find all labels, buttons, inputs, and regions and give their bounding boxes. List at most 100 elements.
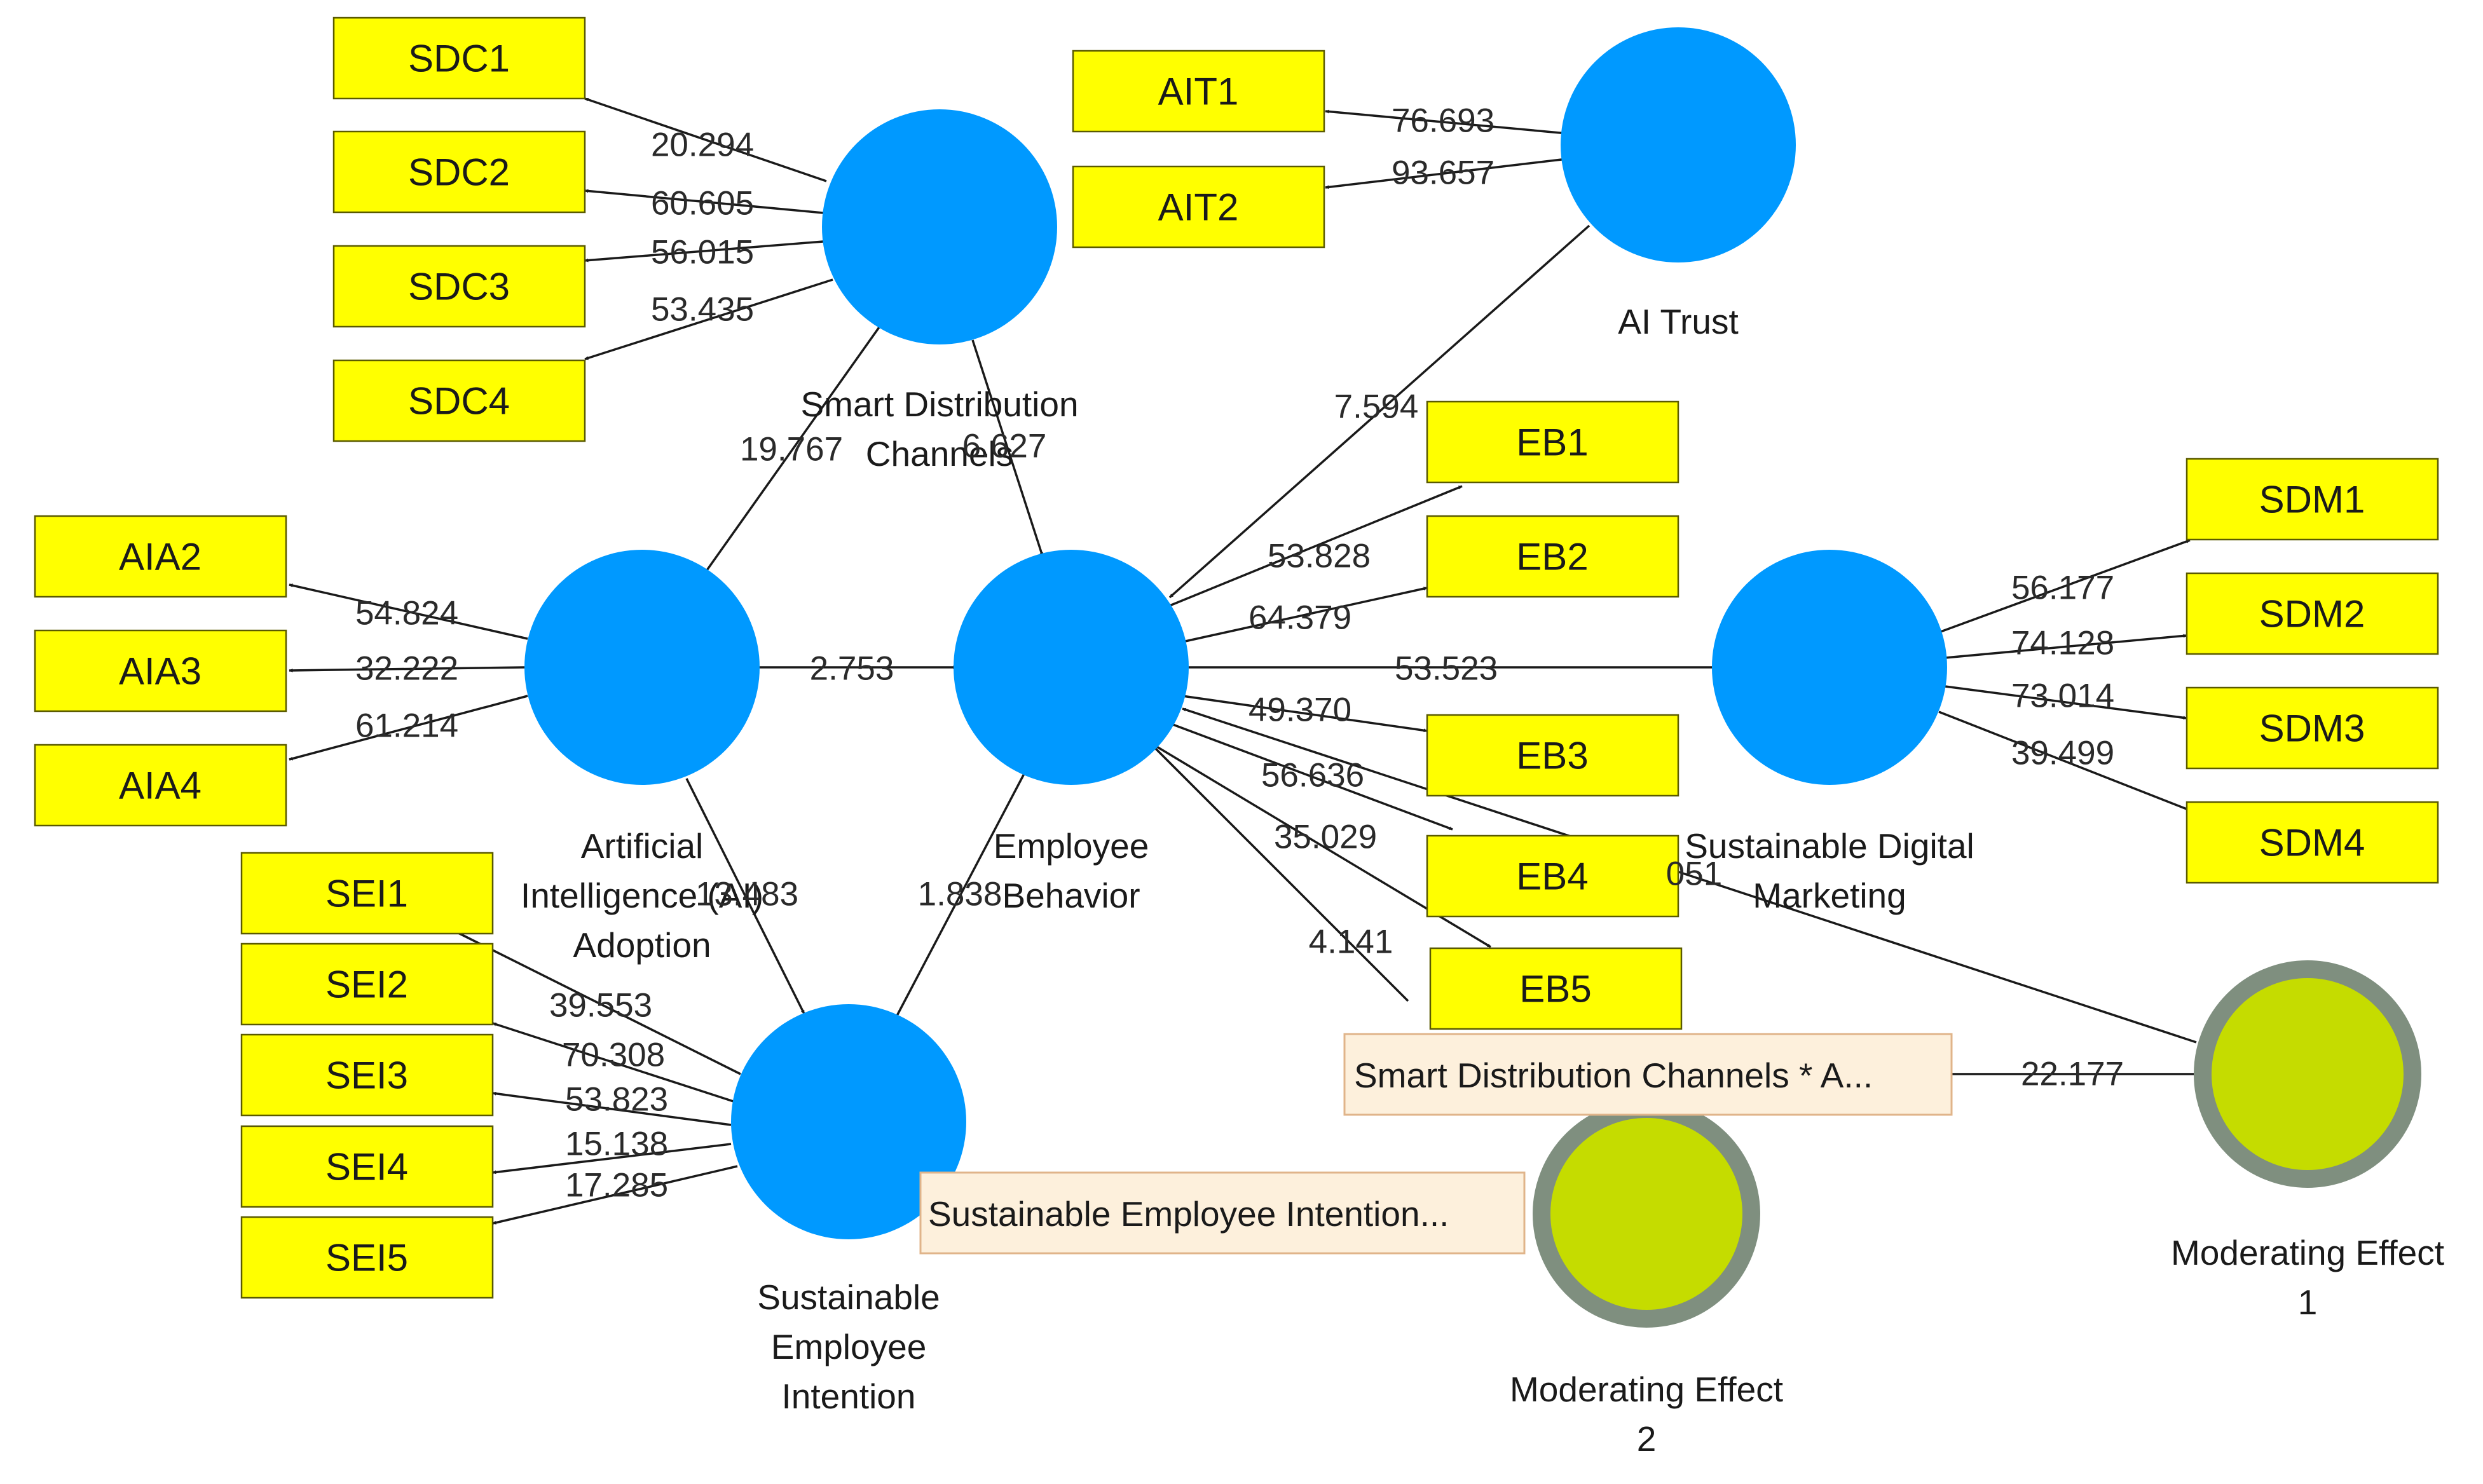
- path-label-eb-sdm: 53.523: [1395, 650, 1498, 688]
- path-sdc-eb: [971, 339, 1044, 557]
- indicator-box[interactable]: [240, 1033, 494, 1117]
- construct-node[interactable]: [524, 550, 760, 785]
- label-line: Employee: [994, 826, 1149, 866]
- construct-label: AI Trust: [1618, 302, 1739, 341]
- path-label-aia-sei: 13.483: [695, 876, 798, 913]
- indicator-sei1[interactable]: SEI1: [240, 852, 494, 935]
- label-line: Channels: [866, 434, 1013, 473]
- indicator-sdm1[interactable]: SDM1: [2185, 458, 2439, 541]
- indicator-label: SEI5: [325, 1237, 408, 1279]
- indicator-label: AIA3: [119, 650, 202, 693]
- indicator-ait1[interactable]: AIT1: [1072, 50, 1325, 133]
- edge-sdm-sdm2: [1945, 634, 2187, 659]
- construct-ai-trust[interactable]: AI Trust: [1561, 27, 1796, 341]
- label-line: Adoption: [573, 925, 711, 965]
- label-line: Moderating Effect: [2171, 1233, 2444, 1272]
- indicator-sdc4[interactable]: SDC4: [332, 359, 586, 442]
- indicator-sdm4[interactable]: SDM4: [2185, 801, 2439, 884]
- path-label-aia-eb: 2.753: [810, 650, 894, 688]
- loading-sdc1: 20.294: [651, 126, 754, 164]
- indicator-box[interactable]: [1426, 714, 1679, 797]
- loading-eb3: 49.370: [1248, 691, 1351, 729]
- edge-sei-sei1: [454, 930, 741, 1075]
- tooltip-moderating-effect-2: Sustainable Employee Intention...: [919, 1171, 1526, 1255]
- loading-sei2: 70.308: [562, 1037, 665, 1074]
- indicator-box[interactable]: [332, 130, 586, 214]
- indicator-eb3[interactable]: EB3: [1426, 714, 1679, 797]
- construct-node[interactable]: [1712, 550, 1947, 785]
- label-line: Smart Distribution: [800, 385, 1078, 424]
- indicator-label: SDC1: [408, 37, 510, 80]
- indicator-box[interactable]: [240, 943, 494, 1026]
- construct-node[interactable]: [954, 550, 1189, 785]
- indicator-eb4[interactable]: EB4: [1426, 834, 1679, 918]
- path-ait-eb: [1168, 224, 1590, 599]
- loading-sdm2: 74.128: [2011, 625, 2114, 662]
- indicator-sei3[interactable]: SEI3: [240, 1033, 494, 1117]
- indicator-label: SEI1: [325, 873, 408, 915]
- indicator-box[interactable]: [332, 17, 586, 100]
- loading-sdm4: 39.499: [2011, 735, 2114, 772]
- indicator-aia2[interactable]: AIA2: [34, 515, 287, 598]
- indicator-box[interactable]: [34, 515, 287, 598]
- indicator-box[interactable]: [332, 359, 586, 442]
- indicator-box[interactable]: [1072, 165, 1325, 248]
- edge-sdc-sdc1: [584, 97, 827, 182]
- path-label-sdc-eb: 6.627: [962, 428, 1047, 465]
- indicator-sei5[interactable]: SEI5: [240, 1216, 494, 1299]
- moderator-node[interactable]: [2194, 960, 2421, 1188]
- indicator-label: EB4: [1516, 855, 1588, 898]
- indicator-sdm3[interactable]: SDM3: [2185, 686, 2439, 770]
- indicator-label: AIA2: [119, 536, 202, 578]
- path-label-sei-eb: 1.838: [918, 876, 1002, 913]
- indicator-aia3[interactable]: AIA3: [34, 629, 287, 712]
- indicator-box[interactable]: [2185, 686, 2439, 770]
- indicator-box[interactable]: [2185, 572, 2439, 655]
- edge-sdc-sdc2: [584, 189, 824, 214]
- indicator-box[interactable]: [34, 744, 287, 827]
- label-line: Marketing: [1753, 876, 1906, 915]
- indicator-sdc3[interactable]: SDC3: [332, 245, 586, 328]
- indicator-box[interactable]: [240, 1125, 494, 1208]
- indicator-eb2[interactable]: EB2: [1426, 515, 1679, 598]
- indicator-eb1[interactable]: EB1: [1426, 400, 1679, 484]
- loading-sei1: 39.553: [549, 987, 652, 1025]
- indicator-box[interactable]: [240, 1216, 494, 1299]
- indicator-box[interactable]: [1072, 50, 1325, 133]
- indicator-sdm2[interactable]: SDM2: [2185, 572, 2439, 655]
- indicator-label: EB5: [1519, 968, 1591, 1011]
- edge-sei-sei2: [492, 1022, 738, 1104]
- indicator-box[interactable]: [2185, 801, 2439, 884]
- indicator-box[interactable]: [1426, 515, 1679, 598]
- indicator-box[interactable]: [1426, 400, 1679, 484]
- indicator-ait2[interactable]: AIT2: [1072, 165, 1325, 248]
- moderator-node[interactable]: [1533, 1100, 1760, 1328]
- indicator-sdc2[interactable]: SDC2: [332, 130, 586, 214]
- indicator-box[interactable]: [1429, 947, 1683, 1030]
- construct-node[interactable]: [822, 109, 1057, 344]
- indicator-box[interactable]: [34, 629, 287, 712]
- indicator-box[interactable]: [2185, 458, 2439, 541]
- construct-node[interactable]: [731, 1004, 966, 1239]
- indicator-sdc1[interactable]: SDC1: [332, 17, 586, 100]
- loading-sdc4: 53.435: [651, 291, 754, 329]
- indicator-label: SEI3: [325, 1054, 408, 1097]
- indicator-box[interactable]: [1426, 834, 1679, 918]
- indicator-box[interactable]: [332, 245, 586, 328]
- construct-node[interactable]: [1561, 27, 1796, 262]
- indicator-label: EB1: [1516, 421, 1588, 464]
- indicator-box[interactable]: [240, 852, 494, 935]
- indicator-sei4[interactable]: SEI4: [240, 1125, 494, 1208]
- indicator-eb5[interactable]: EB5: [1429, 947, 1683, 1030]
- indicator-sei2[interactable]: SEI2: [240, 943, 494, 1026]
- indicator-aia4[interactable]: AIA4: [34, 744, 287, 827]
